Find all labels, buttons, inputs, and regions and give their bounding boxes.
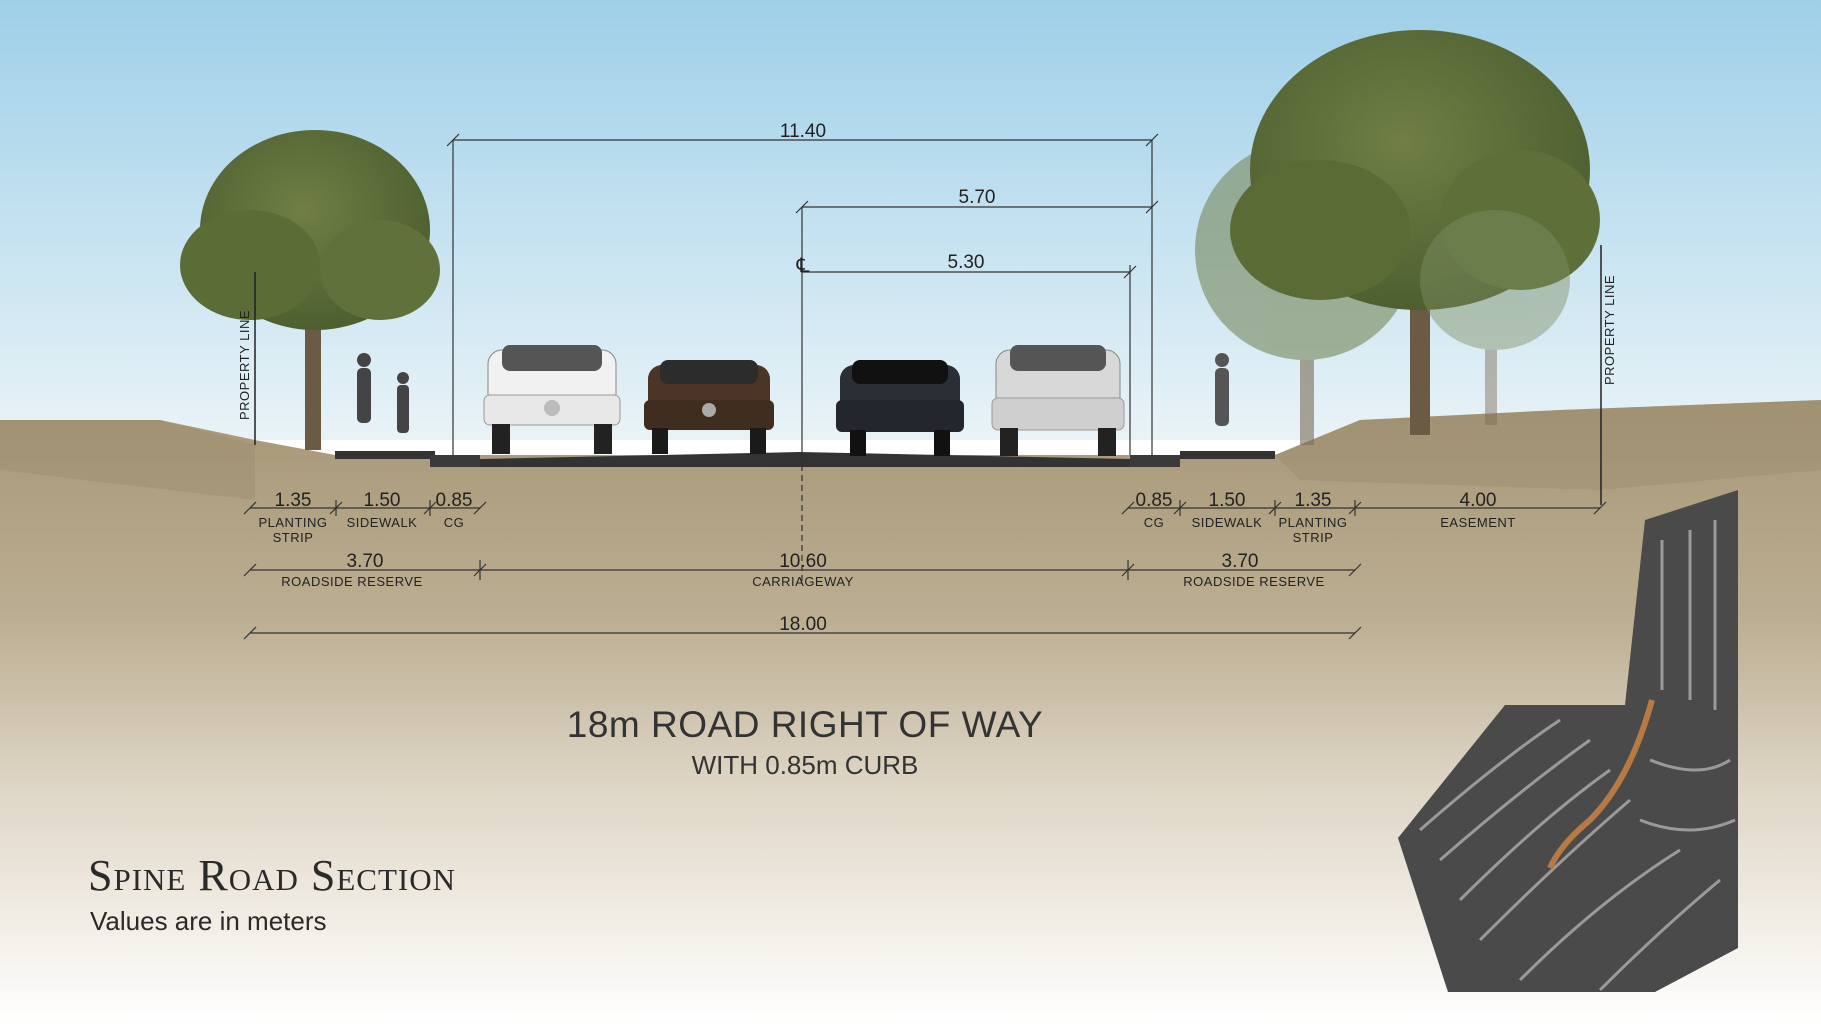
tree-icon xyxy=(180,130,440,450)
property-line-left: PROPERTY LINE xyxy=(237,310,252,420)
dim-11-40: 11.40 xyxy=(780,121,826,142)
label-roadside-right: ROADSIDE RESERVE xyxy=(1183,574,1324,589)
label-roadside-left: ROADSIDE RESERVE xyxy=(281,574,422,589)
dim-roadside-right: 3.70 xyxy=(1222,551,1259,572)
pedestrian-icon xyxy=(1215,353,1229,426)
label-right-cg: CG xyxy=(1144,515,1165,530)
label-left-sidewalk: SIDEWALK xyxy=(347,515,418,530)
label-left-cg: CG xyxy=(444,515,465,530)
car-icon xyxy=(991,345,1125,456)
dim-5-70: 5.70 xyxy=(959,187,996,208)
tree-icon xyxy=(1420,210,1570,425)
dimension-ticks xyxy=(243,501,1607,640)
label-right-planting-2: STRIP xyxy=(1293,530,1334,545)
car-icon xyxy=(836,360,964,456)
dim-left-planting: 1.35 xyxy=(275,490,312,511)
section-subtitle: WITH 0.85m CURB xyxy=(691,750,919,780)
dim-right-cg: 0.85 xyxy=(1136,490,1173,511)
label-easement: EASEMENT xyxy=(1440,515,1516,530)
soil-left xyxy=(0,420,255,500)
dim-total: 18.00 xyxy=(779,614,827,635)
dim-carriageway: 10.60 xyxy=(779,551,827,572)
dim-right-sidewalk: 1.50 xyxy=(1209,490,1246,511)
drawing-title: Spine Road Section xyxy=(88,851,456,900)
dim-easement: 4.00 xyxy=(1460,490,1497,511)
spine-road-highlight xyxy=(1547,699,1655,870)
dim-left-cg: 0.85 xyxy=(436,490,473,511)
dim-5-30: 5.30 xyxy=(948,252,985,273)
top-dimensions xyxy=(446,133,1159,455)
roadway xyxy=(335,451,1275,467)
car-icon xyxy=(483,345,621,454)
centerline-symbol: ℄ xyxy=(796,255,810,277)
car-icon xyxy=(644,360,774,454)
pedestrian-icon xyxy=(357,353,409,433)
label-carriageway: CARRIAGEWAY xyxy=(752,574,854,589)
units-note: Values are in meters xyxy=(90,906,327,936)
section-main-title: 18m ROAD RIGHT OF WAY xyxy=(566,704,1044,745)
dim-right-planting: 1.35 xyxy=(1295,490,1332,511)
label-left-planting: PLANTING xyxy=(258,515,327,530)
ground xyxy=(0,400,1821,1024)
dim-left-sidewalk: 1.50 xyxy=(364,490,401,511)
label-left-planting-2: STRIP xyxy=(273,530,314,545)
site-map-icon xyxy=(1398,490,1738,992)
property-line-right: PROPERTY LINE xyxy=(1602,275,1617,385)
dim-roadside-left: 3.70 xyxy=(347,551,384,572)
tree-icon xyxy=(1230,30,1600,435)
label-right-planting: PLANTING xyxy=(1278,515,1347,530)
label-right-sidewalk: SIDEWALK xyxy=(1192,515,1263,530)
